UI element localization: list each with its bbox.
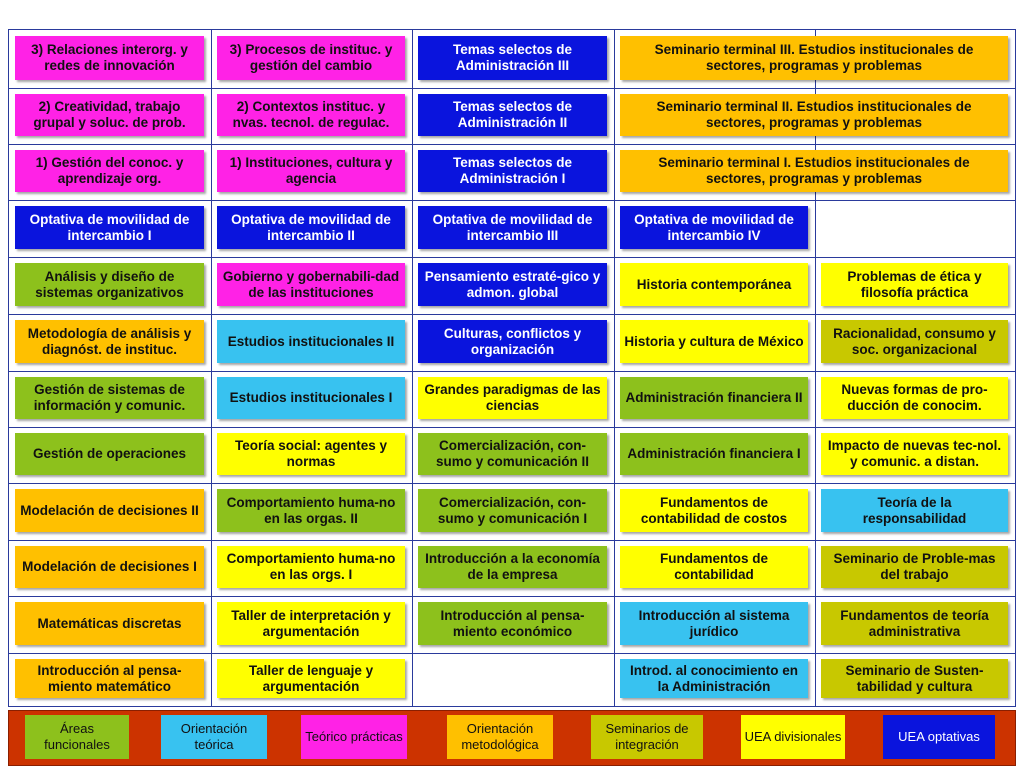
legend-item: Teórico prácticas xyxy=(301,715,407,759)
course-box: Gestión de sistemas de información y com… xyxy=(15,377,204,419)
course-box: 3) Procesos de instituc. y gestión del c… xyxy=(217,36,405,80)
grid-row-line xyxy=(9,483,1015,484)
course-box: Estudios institucionales II xyxy=(217,320,405,363)
grid-column-line xyxy=(614,30,615,706)
course-box: Pensamiento estraté-gico y admon. global xyxy=(418,263,607,306)
course-box: Modelación de decisiones II xyxy=(15,489,204,532)
legend-bar: Áreas funcionales Orientación teórica Teór… xyxy=(8,710,1016,766)
course-box: 1) Gestión del conoc. y aprendizaje org. xyxy=(15,150,204,192)
course-box: Temas selectos de Administración III xyxy=(418,36,607,80)
course-box: Modelación de decisiones I xyxy=(15,546,204,588)
course-box: Introd. al conocimiento en la Administra… xyxy=(620,659,808,698)
course-box: Comercialización, con-sumo y comunicació… xyxy=(418,489,607,532)
course-box: Historia y cultura de México xyxy=(620,320,808,363)
course-box: Optativa de movilidad de intercambio IV xyxy=(620,206,808,249)
course-box: Fundamentos de contabilidad xyxy=(620,546,808,588)
legend-item: Orientación metodológica xyxy=(447,715,553,759)
course-box: 2) Creatividad, trabajo grupal y soluc. … xyxy=(15,94,204,136)
course-box: Seminario terminal III. Estudios institu… xyxy=(620,36,1008,80)
course-box: Grandes paradigmas de las ciencias xyxy=(418,377,607,419)
grid-row-line xyxy=(9,200,1015,201)
course-box: Matemáticas discretas xyxy=(15,602,204,645)
course-box: Comercialización, con-sumo y comunicació… xyxy=(418,433,607,475)
grid-row-line xyxy=(9,88,1015,89)
grid-row-line xyxy=(9,314,1015,315)
course-box: Teoría de la responsabilidad xyxy=(821,489,1008,532)
course-box: Seminario terminal II. Estudios instituc… xyxy=(620,94,1008,136)
course-box: Seminario terminal I. Estudios instituci… xyxy=(620,150,1008,192)
course-box: Estudios institucionales I xyxy=(217,377,405,419)
course-box: Introducción al pensa-miento matemático xyxy=(15,659,204,698)
course-box: Taller de lenguaje y argumentación xyxy=(217,659,405,698)
course-box: Impacto de nuevas tec-nol. y comunic. a … xyxy=(821,433,1008,475)
grid-row-line xyxy=(9,257,1015,258)
course-box: Gobierno y gobernabili-dad de las instit… xyxy=(217,263,405,306)
grid-row-line xyxy=(9,653,1015,654)
grid-row-line xyxy=(9,540,1015,541)
grid-column-line xyxy=(412,30,413,706)
course-box: Gestión de operaciones xyxy=(15,433,204,475)
legend-item: Orientación teórica xyxy=(161,715,267,759)
course-box: Metodología de análisis y diagnóst. de i… xyxy=(15,320,204,363)
legend-item: Seminarios de integración xyxy=(591,715,703,759)
course-box: Administración financiera II xyxy=(620,377,808,419)
course-box: Optativa de movilidad de intercambio I xyxy=(15,206,204,249)
legend-item: UEA optativas xyxy=(883,715,995,759)
course-box: Nuevas formas de pro-ducción de conocim. xyxy=(821,377,1008,419)
course-box: Introducción al sistema jurídico xyxy=(620,602,808,645)
legend-item: Áreas funcionales xyxy=(25,715,129,759)
course-box: Optativa de movilidad de intercambio II xyxy=(217,206,405,249)
grid-column-line xyxy=(211,30,212,706)
course-box: Fundamentos de teoría administrativa xyxy=(821,602,1008,645)
course-box: Culturas, conflictos y organización xyxy=(418,320,607,363)
course-box: Seminario de Proble-mas del trabajo xyxy=(821,546,1008,588)
grid-row-line xyxy=(9,596,1015,597)
course-box: Racionalidad, consumo y soc. organizacio… xyxy=(821,320,1008,363)
course-box: Taller de interpretación y argumentación xyxy=(217,602,405,645)
course-box: Seminario de Susten-tabilidad y cultura xyxy=(821,659,1008,698)
course-box: Teoría social: agentes y normas xyxy=(217,433,405,475)
course-box: Introducción a la economía de la empresa xyxy=(418,546,607,588)
legend-item: UEA divisionales xyxy=(741,715,845,759)
course-box: Comportamiento huma-no en las orgas. II xyxy=(217,489,405,532)
grid-column-line xyxy=(815,30,816,706)
grid-row-line xyxy=(9,371,1015,372)
curriculum-grid: 3) Relaciones interorg. y redes de innov… xyxy=(8,29,1016,707)
course-box: Temas selectos de Administración II xyxy=(418,94,607,136)
course-box: Fundamentos de contabilidad de costos xyxy=(620,489,808,532)
course-box: 2) Contextos instituc. y nvas. tecnol. d… xyxy=(217,94,405,136)
course-box: 3) Relaciones interorg. y redes de innov… xyxy=(15,36,204,80)
grid-row-line xyxy=(9,144,1015,145)
course-box: Comportamiento huma-no en las orgs. I xyxy=(217,546,405,588)
course-box: Problemas de ética y filosofía práctica xyxy=(821,263,1008,306)
course-box: 1) Instituciones, cultura y agencia xyxy=(217,150,405,192)
course-box: Historia contemporánea xyxy=(620,263,808,306)
course-box: Administración financiera I xyxy=(620,433,808,475)
course-box: Temas selectos de Administración I xyxy=(418,150,607,192)
course-box: Análisis y diseño de sistemas organizati… xyxy=(15,263,204,306)
grid-row-line xyxy=(9,427,1015,428)
course-box: Optativa de movilidad de intercambio III xyxy=(418,206,607,249)
course-box: Introducción al pensa-miento económico xyxy=(418,602,607,645)
